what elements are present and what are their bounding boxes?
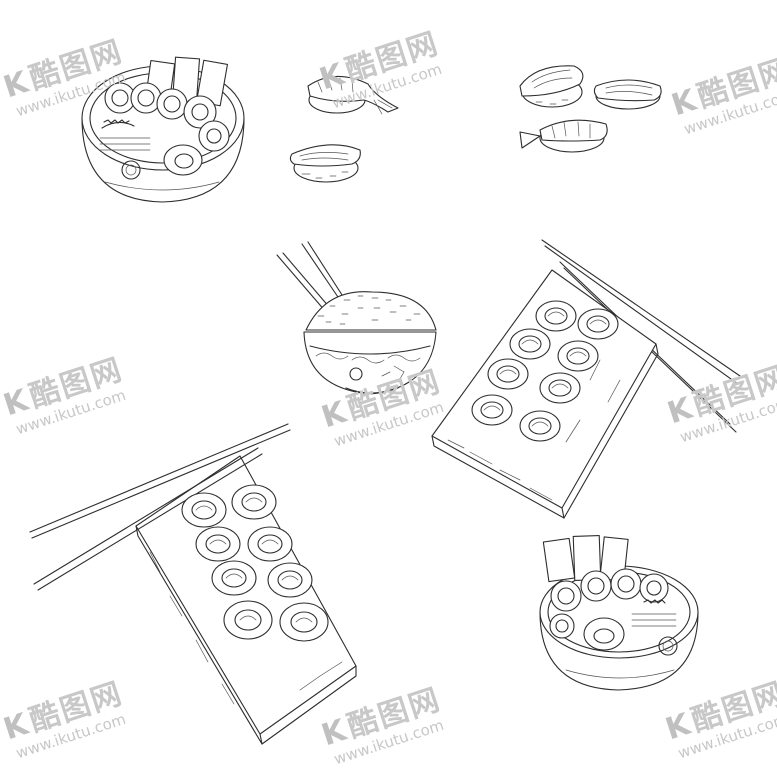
maki-roll	[231, 484, 277, 520]
nigiri-fish-top-right-1	[519, 65, 584, 108]
maki-roll	[539, 372, 581, 404]
nigiri-fish-top-center	[289, 144, 361, 183]
maki-roll	[577, 308, 619, 340]
maki-roll	[195, 526, 241, 562]
nigiri-shrimp-top-right	[519, 119, 608, 153]
maki-roll	[181, 492, 227, 528]
maki-roll	[519, 410, 561, 442]
maki-roll	[267, 562, 313, 598]
nigiri-fish-top-right-2	[593, 79, 662, 110]
maki-roll	[509, 328, 551, 360]
ramen-bowl-top-left	[81, 56, 245, 203]
maki-rolls-right	[471, 300, 619, 442]
maki-rolls-left	[181, 484, 329, 642]
maki-roll	[535, 300, 577, 332]
maki-board-left	[29, 423, 357, 745]
maki-board-right	[431, 239, 741, 519]
rice-bowl-with-chopsticks	[276, 241, 437, 395]
ramen-bowl-bottom-right	[539, 535, 699, 691]
maki-roll	[471, 394, 513, 426]
maki-roll	[487, 358, 529, 390]
maki-roll	[223, 600, 273, 640]
maki-roll	[279, 602, 329, 642]
maki-roll	[247, 526, 293, 562]
maki-roll	[211, 560, 257, 596]
maki-roll	[557, 340, 599, 372]
nigiri-shrimp-top-center	[307, 75, 399, 115]
